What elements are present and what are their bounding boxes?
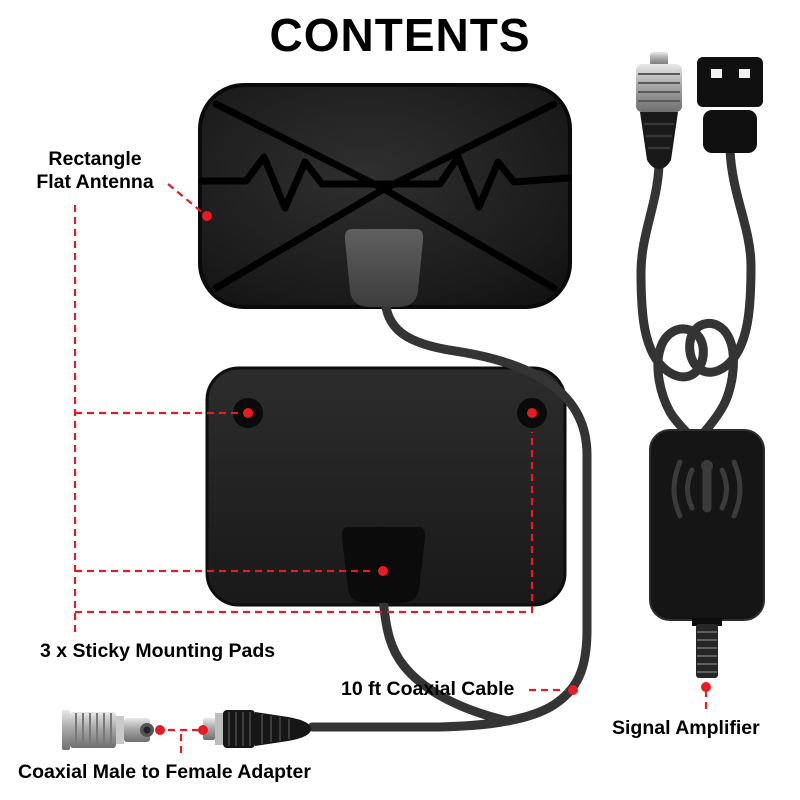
connector-taper-ribs (261, 714, 290, 744)
label-antenna-line1: Rectangle (48, 148, 142, 170)
strain-relief-ribs (644, 122, 674, 150)
coax-adapter (62, 710, 154, 750)
mounting-pad-center (341, 527, 426, 603)
usb-plug (697, 57, 763, 153)
cable-coax-connector (203, 710, 311, 748)
connector-ribs (638, 73, 680, 102)
broadcast-icon (671, 459, 743, 519)
antenna-feed-connector (344, 229, 424, 307)
cables (307, 145, 756, 732)
page-title: CONTENTS (269, 9, 531, 61)
amplifier-coax-input-cable (636, 161, 708, 439)
screw-threads (697, 631, 717, 673)
main-coax-cable (307, 291, 592, 732)
antenna-pattern (198, 100, 572, 292)
signal-amplifier-box (649, 429, 765, 678)
callout-lines (73, 183, 708, 757)
usb-contact-hole-left (711, 69, 722, 78)
label-antenna-line2: Flat Antenna (36, 171, 154, 193)
callout-dots (155, 211, 711, 735)
amplifier-screw-connector (692, 618, 722, 678)
label-rectangle-flat-antenna: Rectangle Flat Antenna (15, 148, 175, 194)
label-mounting-pads: 3 x Sticky Mounting Pads (40, 640, 276, 662)
usb-contact-hole-right (739, 69, 750, 78)
label-adapter: Coaxial Male to Female Adapter (18, 761, 311, 783)
coax-connector-male (636, 52, 682, 169)
flat-antenna-front (198, 83, 572, 309)
label-coaxial-cable: 10 ft Coaxial Cable (341, 678, 515, 700)
connector-nut-ribs (228, 712, 251, 746)
amplifier-usb-cable (685, 145, 756, 439)
adapter-knurl (75, 713, 112, 747)
label-signal-amplifier: Signal Amplifier (612, 717, 760, 739)
pad-connector-cable (378, 593, 513, 726)
